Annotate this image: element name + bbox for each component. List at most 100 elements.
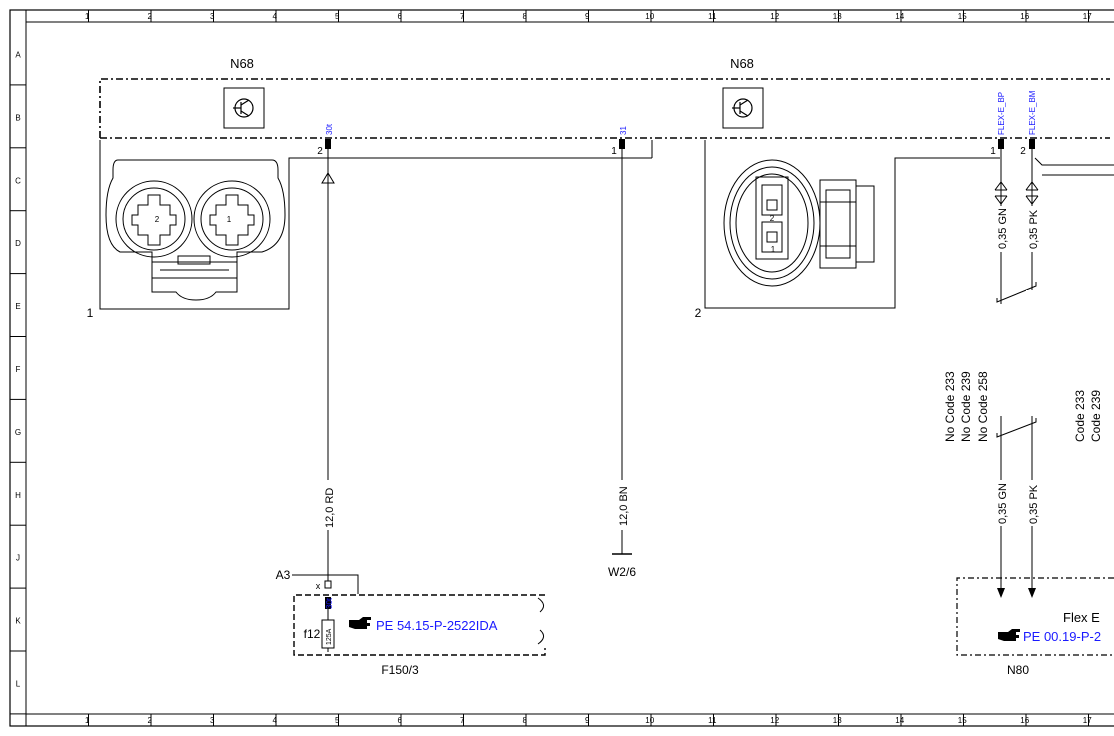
ruler-col-top-label: 4	[273, 12, 278, 21]
ruler-col-bottom-label: 14	[895, 716, 904, 725]
arrow-pk-down	[1028, 588, 1036, 598]
transistor-icon	[223, 87, 265, 129]
ruler-col-top-label: 10	[645, 12, 654, 21]
no-code-233: No Code 233	[943, 371, 957, 442]
ruler-col-bottom-label: 9	[585, 716, 590, 725]
fuse-body	[321, 619, 335, 649]
ruler-row-label: E	[15, 302, 20, 311]
pin-flex-bm-marker	[1029, 139, 1035, 149]
ruler-col-top-label: 5	[335, 12, 340, 21]
ruler-col-bottom-label: 8	[523, 716, 528, 725]
ruler-row-label: F	[16, 365, 21, 374]
f150-label: F150/3	[381, 663, 419, 677]
ruler-col-top-label: 8	[523, 12, 528, 21]
wire-gn-top-label: 0,35 GN	[997, 208, 1009, 249]
ruler-col-bottom-label: 13	[833, 716, 842, 725]
frame-outer	[9, 9, 1114, 727]
pin-flex-bp-marker	[998, 139, 1004, 149]
ruler-col-top-label: 14	[895, 12, 904, 21]
f150-break-marks	[537, 597, 544, 645]
ruler-col-bottom-label: 7	[460, 716, 465, 725]
ruler-col-bottom-label: 1	[85, 716, 90, 725]
ruler-col-top-label: 6	[398, 12, 403, 21]
pin-flex-bp-label: FLEX-E_BP	[997, 92, 1006, 135]
ruler-col-top-label: 16	[1020, 12, 1029, 21]
ruler-col-top-label: 2	[148, 12, 153, 21]
ruler-col-top-label: 1	[85, 12, 90, 21]
connector-1-drawing	[105, 159, 286, 301]
ruler-col-bottom-label: 10	[645, 716, 654, 725]
pin-30t-marker	[325, 139, 331, 149]
connector-2-outline	[704, 140, 1000, 309]
flex-e-label: Flex E	[1063, 610, 1100, 625]
w26-label: W2/6	[608, 565, 636, 579]
connector-2-drawing	[723, 159, 875, 287]
fuse-rating: 125A	[326, 628, 333, 645]
ruler-col-bottom-label: 16	[1020, 716, 1029, 725]
ruler-row-label: D	[15, 239, 21, 248]
ruler-row-label: B	[15, 113, 20, 122]
wire-pk-top-label: 0,35 PK	[1028, 209, 1040, 249]
splice-diamond-pk	[1025, 181, 1039, 205]
code-break-upper	[996, 282, 1037, 303]
ruler-col-top-label: 13	[833, 12, 842, 21]
connector-2-label: 2	[695, 306, 702, 320]
ruler-col-bottom-label: 6	[398, 716, 403, 725]
code-239: Code 239	[1089, 390, 1103, 442]
ruler-col-bottom-label: 3	[210, 716, 215, 725]
ruler-col-top-label: 15	[958, 12, 967, 21]
n68-housing-top	[99, 78, 1110, 138]
wire-gn-top-label-bg	[991, 206, 1011, 252]
pin-31-label: 31	[619, 126, 628, 135]
ruler-row-label: L	[16, 679, 21, 688]
connector-2-cavity-2: 2	[770, 214, 775, 223]
a3-label: A3	[276, 568, 291, 582]
ruler-row-label: H	[15, 491, 21, 500]
pin-30t-label: 30t	[325, 123, 334, 135]
pointing-hand-icon[interactable]	[998, 629, 1020, 641]
no-code-239: No Code 239	[959, 371, 973, 442]
ruler-col-bottom-label: 4	[273, 716, 278, 725]
pin-flex-bm-label: FLEX-E_BM	[1028, 90, 1037, 135]
ruler-col-top-label: 12	[770, 12, 779, 21]
connector-2-cavity-1: 1	[771, 245, 776, 254]
arrow-gn-down	[997, 588, 1005, 598]
pe-n80-link[interactable]: PE 00.19-P-2	[1023, 629, 1101, 644]
ruler-col-bottom-label: 2	[148, 716, 153, 725]
splice-diamond-gn	[994, 181, 1008, 205]
ruler-col-bottom-label: 11	[708, 716, 717, 725]
ruler-col-top-label: 3	[210, 12, 215, 21]
connector-1-label: 1	[87, 306, 94, 320]
wire-gn-bottom-label-bg	[991, 480, 1011, 526]
wire-rd-label: 12,0 RD	[324, 488, 336, 528]
ruler-col-bottom-label: 12	[770, 716, 779, 725]
ruler-row-label: J	[16, 554, 20, 563]
fuse-pin-x: x	[316, 581, 321, 591]
pin-2-left-number: 2	[317, 146, 323, 157]
code-233: Code 233	[1073, 390, 1087, 442]
connector-1-cavity-1: 1	[227, 215, 232, 224]
pin-2-right-number: 2	[1020, 146, 1026, 157]
pin-1-mid-number: 1	[611, 146, 617, 157]
pointing-hand-icon[interactable]	[349, 617, 371, 629]
pe-f150-link[interactable]: PE 54.15-P-2522IDA	[376, 618, 498, 633]
wire-pk-bottom-label: 0,35 PK	[1028, 484, 1040, 524]
wire-pk-gap	[1026, 290, 1038, 416]
f150-housing	[293, 594, 546, 656]
ruler-col-bottom-label: 17	[1083, 716, 1092, 725]
no-code-258: No Code 258	[976, 371, 990, 442]
ruler-row-label: G	[15, 428, 21, 437]
ruler-row-label: A	[15, 50, 21, 59]
wire-pk-top-label-bg	[1022, 206, 1042, 252]
ruler-col-top-label: 7	[460, 12, 465, 21]
wire-pk-bottom-label-bg	[1022, 480, 1042, 526]
fuse-pin-30t-marker	[325, 597, 331, 609]
fuse-pin-top	[324, 580, 332, 589]
n68-left-label: N68	[230, 56, 254, 71]
wire-gn-bottom-label: 0,35 GN	[997, 483, 1009, 524]
fuse-pin-30t-label: 30t	[325, 597, 334, 609]
